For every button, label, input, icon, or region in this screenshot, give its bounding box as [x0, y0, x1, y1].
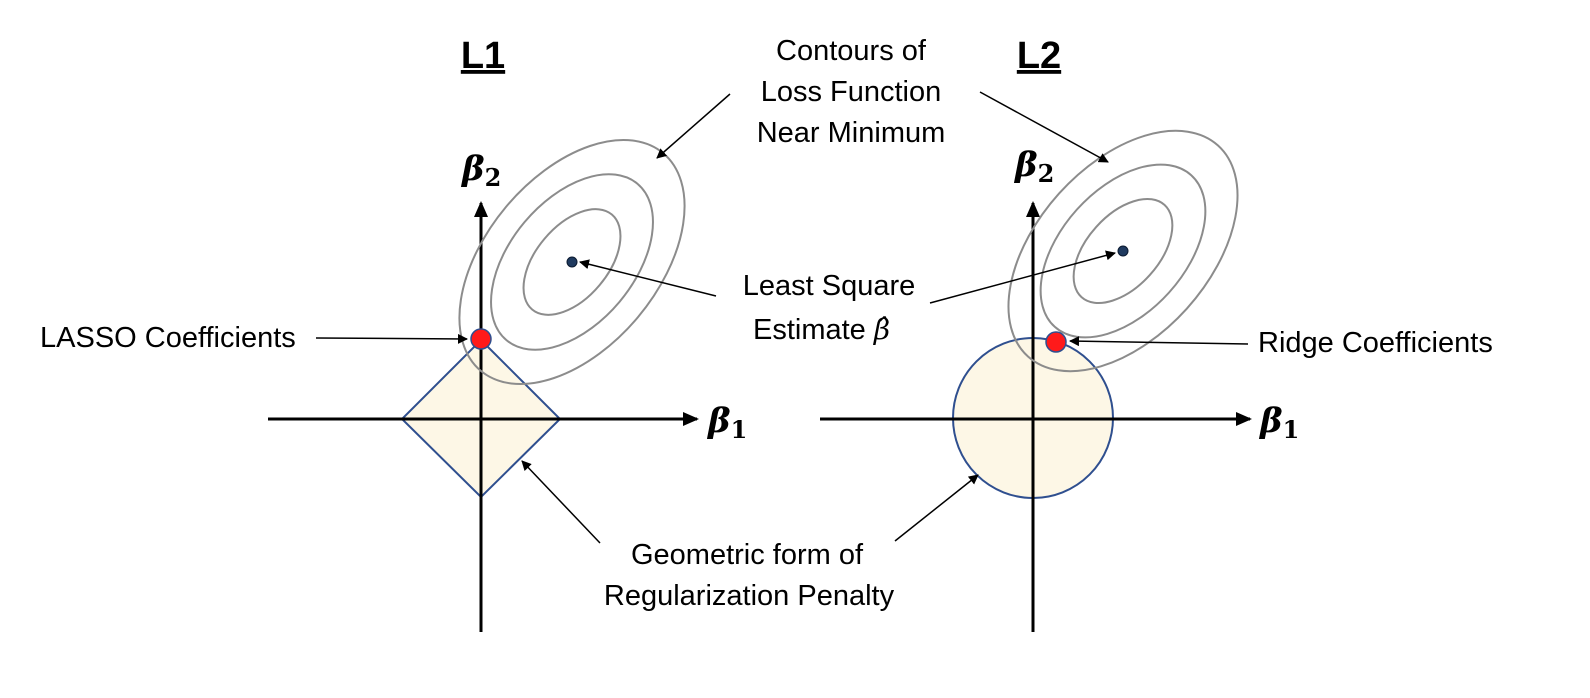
lasso-coefficient-point — [470, 328, 492, 350]
l1-x-axis-label: β1 — [706, 401, 747, 444]
l2-panel: L2 β1 β2 Ridge Coefficients — [820, 35, 1493, 632]
penalty-arrow-left — [521, 460, 601, 544]
l2-least-square-point — [1117, 245, 1129, 257]
penalty-label-line-2: Regularization Penalty — [604, 580, 895, 612]
l1-title: L1 — [461, 35, 505, 77]
l2-loss-contours — [1007, 129, 1239, 373]
l2-x-axis-label: β1 — [1258, 401, 1299, 444]
l2-contour-inner — [1072, 198, 1174, 304]
ridge-coefficients-label: Ridge Coefficients — [1258, 327, 1493, 359]
l2-contour-middle — [1039, 163, 1207, 339]
contours-annotation: Contours of Loss Function Near Minimum — [656, 35, 1109, 163]
penalty-label-line-1: Geometric form of — [631, 539, 864, 571]
least-square-arrow-left — [579, 259, 717, 297]
lasso-coefficients-label: LASSO Coefficients — [40, 322, 296, 354]
l1-contour-middle — [490, 173, 654, 351]
contours-arrow-left — [656, 93, 731, 159]
penalty-annotation: Geometric form of Regularization Penalty — [521, 460, 979, 612]
penalty-arrow-right — [894, 474, 979, 542]
ridge-coefficient-point — [1045, 331, 1067, 353]
l2-contour-outer — [1007, 129, 1239, 373]
l2-y-axis-label: β2 — [1013, 145, 1054, 188]
least-square-arrow-right — [929, 250, 1116, 304]
l1-least-square-point — [566, 256, 578, 268]
l1-contour-inner — [522, 208, 622, 316]
l2-title: L2 — [1017, 35, 1061, 77]
l1-y-axis-label: β2 — [460, 149, 501, 192]
contours-arrow-right — [979, 91, 1109, 163]
lasso-label-arrow — [315, 333, 468, 344]
least-square-label-line-1: Least Square — [743, 270, 916, 302]
ridge-label-arrow — [1069, 336, 1249, 347]
contours-label-line-2: Loss Function — [761, 76, 942, 108]
contours-label-line-1: Contours of — [776, 35, 927, 67]
contours-label-line-3: Near Minimum — [757, 117, 946, 149]
